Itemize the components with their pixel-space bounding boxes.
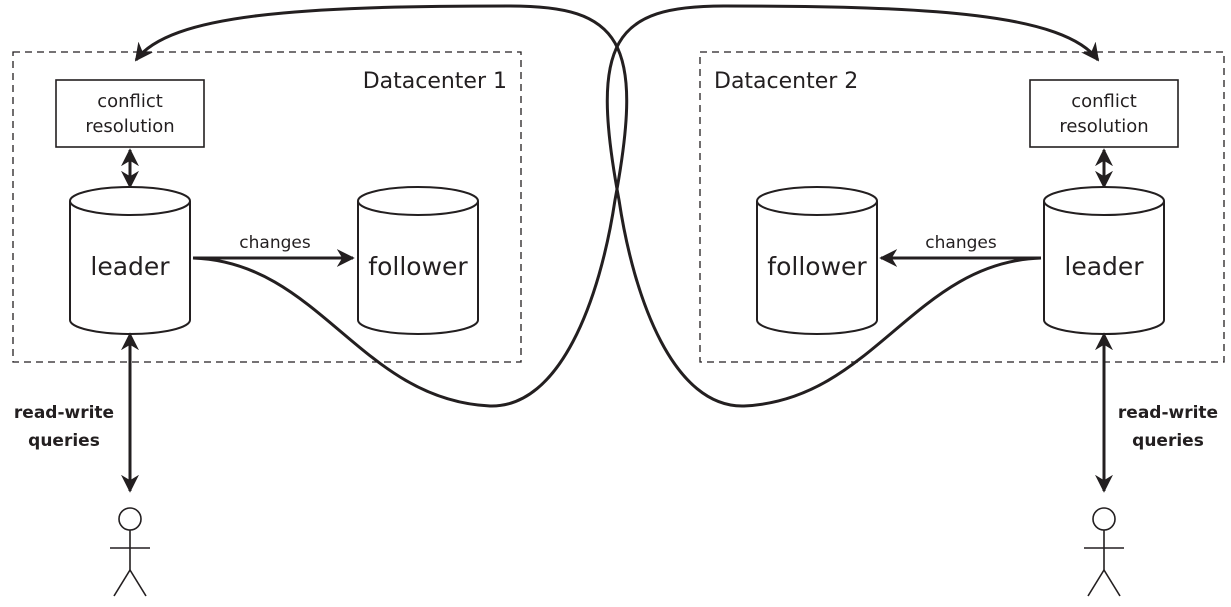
conflict-resolution-label-line2: resolution [85, 116, 174, 137]
datacenter-2-title: Datacenter 2 [714, 69, 858, 94]
leader-label: leader [90, 252, 170, 281]
datacenter-2-leader-database: leader [1043, 186, 1165, 335]
datacenter-2-client-user-icon [1084, 507, 1124, 597]
datacenter-1-client-label-line2: queries [28, 431, 100, 451]
datacenter-1-leader-database: leader [69, 186, 191, 335]
conflict-resolution-label-line1: conflict [97, 91, 163, 112]
datacenter-2: Datacenter 2 conflict resolution followe… [699, 51, 1225, 597]
leader-label: leader [1064, 252, 1144, 281]
datacenter-1-to-datacenter-2-conflict-replication-curve [134, 4, 629, 408]
datacenter-2-client-label-line1: read-write [1118, 403, 1218, 423]
datacenter-2-changes-label: changes [925, 233, 997, 253]
datacenter-2-conflict-resolution-box: conflict resolution [1029, 79, 1179, 148]
follower-label: follower [368, 252, 468, 281]
datacenter-1-client-user-icon [110, 507, 150, 597]
datacenter-2-to-datacenter-1-conflict-replication-curve [605, 4, 1100, 408]
datacenter-1: Datacenter 1 conflict resolution leader … [12, 51, 522, 597]
datacenter-1-follower-database: follower [357, 186, 479, 335]
datacenter-2-follower-database: follower [756, 186, 878, 335]
datacenter-1-client-label-line1: read-write [14, 403, 114, 423]
follower-label: follower [767, 252, 867, 281]
datacenter-2-boundary [699, 51, 1225, 363]
datacenter-1-conflict-resolution-box: conflict resolution [55, 79, 205, 148]
datacenter-2-client-label-line2: queries [1132, 431, 1204, 451]
datacenter-1-title: Datacenter 1 [363, 69, 507, 94]
datacenter-1-boundary [12, 51, 522, 363]
datacenter-1-changes-label: changes [239, 233, 311, 253]
conflict-resolution-label-line2: resolution [1059, 116, 1148, 137]
conflict-resolution-label-line1: conflict [1071, 91, 1137, 112]
